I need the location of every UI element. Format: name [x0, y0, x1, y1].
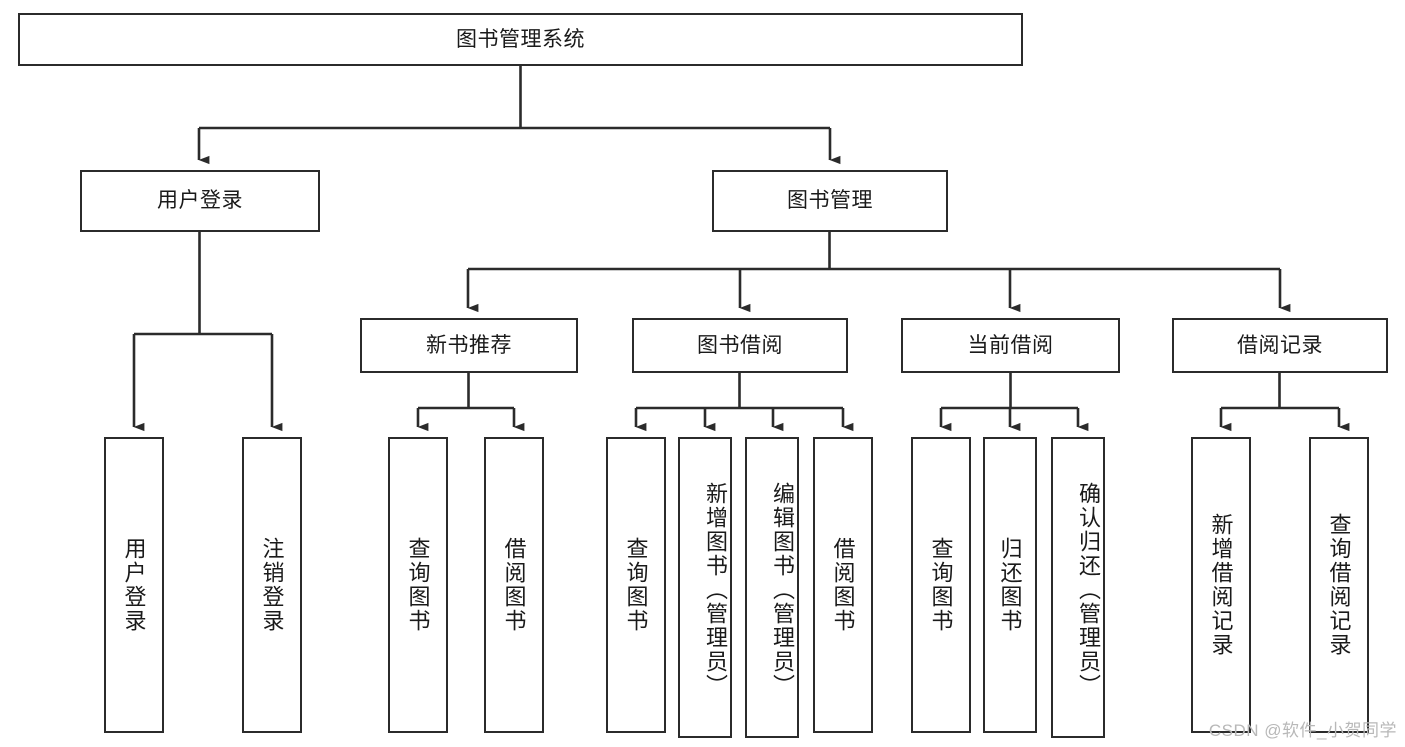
csdn-watermark: CSDN @软件_小贺同学	[1208, 721, 1397, 740]
node-new-book-recommendation[interactable]: 新书推荐	[360, 318, 578, 373]
node-leaf-borrow-book-new-rec[interactable]: 借阅图书	[484, 437, 544, 733]
node-leaf-query-book-borrow[interactable]: 查询图书	[606, 437, 666, 733]
node-label: 确认归还（管理员）	[1076, 481, 1101, 698]
node-label: 查询借阅记录	[1326, 513, 1352, 657]
node-book-borrow[interactable]: 图书借阅	[632, 318, 848, 373]
node-label: 图书借阅	[697, 333, 783, 357]
node-leaf-add-book-admin[interactable]: 新增图书（管理员）	[678, 437, 732, 738]
node-label: 借阅记录	[1237, 333, 1323, 357]
node-current-borrow[interactable]: 当前借阅	[901, 318, 1120, 373]
node-leaf-add-borrow-record[interactable]: 新增借阅记录	[1191, 437, 1251, 733]
node-label: 当前借阅	[967, 333, 1054, 357]
node-book-manage[interactable]: 图书管理	[712, 170, 948, 232]
node-label: 查询图书	[405, 537, 431, 633]
node-label: 借阅图书	[830, 537, 856, 633]
node-label: 注销登录	[259, 537, 285, 633]
node-label: 查询图书	[623, 537, 649, 633]
node-user-login[interactable]: 用户登录	[80, 170, 320, 232]
node-label: 借阅图书	[501, 537, 527, 633]
node-label: 新增借阅记录	[1208, 513, 1234, 657]
node-label: 新书推荐	[426, 333, 512, 357]
node-leaf-logout[interactable]: 注销登录	[242, 437, 302, 733]
node-leaf-confirm-return-admin[interactable]: 确认归还（管理员）	[1051, 437, 1105, 738]
node-label: 编辑图书（管理员）	[770, 481, 795, 698]
node-root-book-management-system[interactable]: 图书管理系统	[18, 13, 1023, 66]
node-label: 用户登录	[121, 537, 147, 633]
node-label: 图书管理系统	[456, 27, 585, 51]
node-leaf-edit-book-admin[interactable]: 编辑图书（管理员）	[745, 437, 799, 738]
node-leaf-return-book[interactable]: 归还图书	[983, 437, 1037, 733]
node-leaf-user-login[interactable]: 用户登录	[104, 437, 164, 733]
node-leaf-query-borrow-record[interactable]: 查询借阅记录	[1309, 437, 1369, 733]
node-leaf-query-book-current[interactable]: 查询图书	[911, 437, 971, 733]
node-leaf-query-book-new-rec[interactable]: 查询图书	[388, 437, 448, 733]
node-label: 查询图书	[928, 537, 954, 633]
node-borrow-record[interactable]: 借阅记录	[1172, 318, 1388, 373]
node-label: 归还图书	[997, 537, 1023, 633]
node-label: 图书管理	[787, 189, 873, 213]
node-label: 用户登录	[157, 189, 243, 213]
node-leaf-borrow-book-borrow[interactable]: 借阅图书	[813, 437, 873, 733]
node-label: 新增图书（管理员）	[703, 481, 728, 698]
